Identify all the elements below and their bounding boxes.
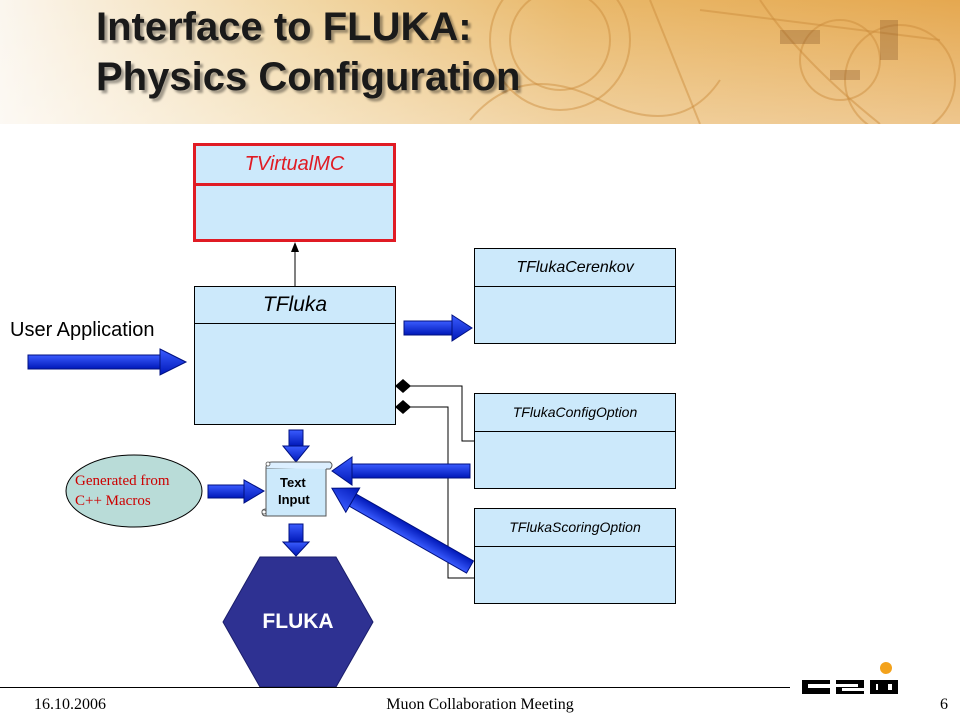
macros-ellipse — [65, 454, 203, 528]
text-to-fluka-arrow — [281, 523, 311, 557]
generated-from-line2: C++ Macros — [75, 493, 151, 509]
text-input-label: Text Input — [270, 474, 326, 508]
class-tfluka-name: TFluka — [195, 287, 395, 324]
scoring-arrow — [331, 487, 475, 574]
slide-title-line1: Interface to FLUKA: — [96, 5, 472, 49]
class-tvirtualmc: TVirtualMC — [193, 143, 396, 242]
inheritance-arrow — [291, 242, 299, 286]
header-background — [0, 0, 960, 124]
composition-line-scoring — [410, 406, 474, 579]
footer-meeting: Muon Collaboration Meeting — [386, 696, 574, 713]
generated-from-label: Generated from C++ Macros — [75, 471, 170, 511]
class-tflukascoringoption-name: TFlukaScoringOption — [475, 509, 675, 547]
composition-diamond-config — [395, 379, 411, 393]
text-input-line2: Input — [278, 492, 310, 507]
class-tflukascoringoption: TFlukaScoringOption — [474, 508, 676, 604]
user-application-label: User Application — [10, 319, 155, 341]
user-app-arrow — [27, 348, 188, 376]
macros-arrow — [207, 479, 266, 504]
text-input-line1: Text — [280, 475, 306, 490]
footer-page-number: 6 — [940, 696, 948, 713]
composition-line-config — [410, 385, 474, 442]
text-input-scroll — [261, 461, 333, 517]
cerenkov-arrow — [403, 314, 473, 342]
footer-divider — [0, 687, 790, 688]
slide-title-line2: Physics Configuration — [96, 55, 521, 99]
fluka-to-text-arrow — [281, 429, 311, 463]
class-tvirtualmc-name: TVirtualMC — [196, 146, 393, 186]
generated-from-line1: Generated from — [75, 473, 170, 489]
config-arrow — [331, 456, 471, 486]
footer-date: 16.10.2006 — [34, 696, 106, 713]
gsi-logo — [802, 662, 898, 694]
class-tflukacerenkov: TFlukaCerenkov — [474, 248, 676, 344]
class-tflukacerenkov-name: TFlukaCerenkov — [475, 249, 675, 287]
composition-diamond-scoring — [395, 400, 411, 414]
fluka-label: FLUKA — [262, 610, 334, 633]
class-tflukaconfigoption-name: TFlukaConfigOption — [475, 394, 675, 432]
class-tflukaconfigoption: TFlukaConfigOption — [474, 393, 676, 489]
header-banner: Interface to FLUKA: Physics Configuratio… — [0, 0, 960, 124]
class-tfluka: TFluka — [194, 286, 396, 425]
slide-title: Interface to FLUKA: Physics Configuratio… — [96, 2, 521, 102]
